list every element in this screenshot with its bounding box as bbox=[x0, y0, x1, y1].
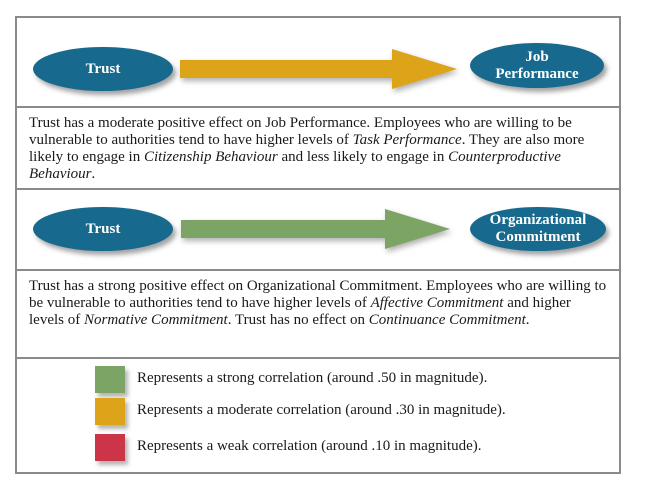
moderate-correlation-arrow bbox=[180, 49, 457, 89]
legend-item-label: Represents a moderate correlation (aroun… bbox=[137, 402, 506, 418]
legend-item-moderate: Represents a moderate correlation (aroun… bbox=[17, 398, 619, 426]
legend-item-label: Represents a weak correlation (around .1… bbox=[137, 438, 482, 454]
description-organizational-commitment-text: Trust has a strong positive effect on Or… bbox=[29, 278, 607, 328]
description-organizational-commitment-panel: Trust has a strong positive effect on Or… bbox=[17, 271, 619, 359]
organizational-commitment-node-label: Organizational Commitment bbox=[489, 212, 587, 245]
strong-correlation-arrow bbox=[181, 209, 450, 249]
arrow-shape bbox=[180, 49, 457, 89]
weak-correlation-swatch bbox=[95, 434, 125, 461]
trust-node-label: Trust bbox=[85, 60, 121, 77]
moderate-correlation-swatch bbox=[95, 398, 125, 425]
legend-item-strong: Represents a strong correlation (around … bbox=[17, 366, 619, 394]
legend-item-label: Represents a strong correlation (around … bbox=[137, 370, 488, 386]
organizational-commitment-node: Organizational Commitment bbox=[470, 207, 606, 251]
description-job-performance-panel: Trust has a moderate positive effect on … bbox=[17, 108, 619, 190]
trust-node-label: Trust bbox=[85, 220, 121, 237]
trust-effects-figure: Trust Job Performance Trust has a modera… bbox=[15, 16, 621, 474]
job-performance-node-label: Job Performance bbox=[495, 48, 579, 82]
strong-correlation-swatch bbox=[95, 366, 125, 393]
diagram-trust-job-performance: Trust Job Performance bbox=[17, 18, 619, 108]
job-performance-node: Job Performance bbox=[470, 43, 604, 88]
trust-node: Trust bbox=[33, 47, 173, 91]
correlation-legend: Represents a strong correlation (around … bbox=[17, 359, 619, 472]
arrow-shape bbox=[181, 209, 450, 249]
legend-item-weak: Represents a weak correlation (around .1… bbox=[17, 434, 619, 462]
diagram-trust-organizational-commitment: Trust Organizational Commitment bbox=[17, 190, 619, 271]
trust-node: Trust bbox=[33, 207, 173, 251]
description-job-performance-text: Trust has a moderate positive effect on … bbox=[29, 115, 585, 182]
